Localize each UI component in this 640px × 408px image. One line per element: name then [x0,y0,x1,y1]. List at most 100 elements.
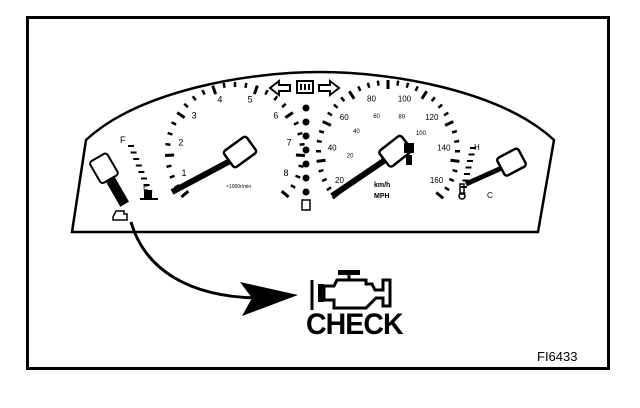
tacho-tick-17 [264,89,269,96]
speedo-inner-label-3: 80 [398,115,405,121]
tacho-label-3: 4 [217,94,222,104]
turn-right-icon [318,78,341,98]
tacho-tick-0 [180,190,190,199]
speedo-tick-2 [321,177,328,183]
speedometer-needle [330,134,413,199]
warning-lamp-2 [302,132,310,140]
tacho-tick-28 [280,190,290,199]
speedo-tick-21 [430,96,436,102]
speedometer-inner-labels: 20 40 60 80 100 [347,114,427,160]
tacho-label-6: 7 [287,138,292,148]
speedo-tick-23 [443,111,449,117]
tacho-tick-16 [253,85,259,95]
warning-lamp-6 [302,188,310,196]
speedo-label-0: 20 [335,176,344,185]
fuel-needle [89,152,129,207]
tacho-tick-18 [273,95,279,101]
speedo-tick-10 [333,103,339,109]
speedo-tick-3 [318,168,324,173]
check-engine-lamp [112,210,128,221]
tacho-label-5: 6 [273,110,278,120]
speedo-tick-14 [366,82,371,89]
speedo-label-3: 80 [367,94,376,103]
speedo-tick-7 [318,129,325,134]
tacho-tick-10 [191,95,197,101]
speedo-tick-13 [357,85,362,92]
speedo-label-7: 160 [430,176,444,185]
speedo-tick-17 [396,80,400,86]
tacho-tick-9 [183,102,189,109]
tacho-tick-2 [169,174,175,179]
tacho-label-0: 1 [181,168,186,178]
warning-lamp-3 [302,146,310,154]
speedo-inner-label-1: 40 [353,129,360,135]
callout-arrow [129,221,298,316]
speedometer-unit-bottom: MPH [374,193,390,200]
tacho-tick-6 [167,131,173,136]
warning-lamp-0 [302,104,310,112]
tacho-label-2: 3 [192,110,197,120]
speedo-tick-19 [414,85,419,92]
speedo-tick-24 [444,120,454,127]
turn-left-icon [268,78,291,98]
cluster-housing [70,70,556,234]
fuel-full-label: F [120,135,126,145]
temperature-needle [464,147,528,187]
speedo-tick-32 [435,191,445,200]
speedo-inner-label-0: 20 [347,153,354,159]
speedo-tick-8 [322,120,332,127]
speedo-inner-label-2: 60 [373,114,380,120]
speedo-tick-20 [420,90,428,100]
figure-frame [26,16,610,370]
tacho-label-4: 5 [248,94,253,104]
tacho-tick-5 [165,142,171,146]
figure-id: FI6433 [537,349,578,364]
thermometer-icon [458,183,466,200]
fuel-empty-label: E [143,183,148,192]
tacho-tick-3 [166,164,172,168]
speedo-tick-6 [316,139,322,144]
speedo-tick-4 [316,158,326,163]
tacho-tick-11 [201,89,206,96]
temp-hot-label: H [474,143,480,152]
check-engine-icon [310,270,392,310]
high-beam-icon [296,80,314,94]
tacho-tick-12 [211,85,217,95]
tacho-tick-13 [222,82,226,89]
warning-lamp-4 [302,160,310,168]
speedo-tick-29 [452,168,458,173]
temperature-gauge: H C [458,143,528,200]
door-ajar-icon [301,199,311,211]
tachometer-needle [170,135,258,195]
fuel-gauge-ticks [128,145,153,193]
tacho-tick-23 [299,142,305,146]
indicator-column [268,78,341,211]
warning-lamp-1 [302,118,310,126]
speedo-label-4: 100 [398,94,412,103]
tacho-label-1: 2 [178,138,183,148]
tacho-tick-19 [281,102,287,109]
tachometer-ticks [165,82,305,199]
speedo-label-2: 60 [340,113,349,122]
speedo-tick-31 [444,186,450,192]
speedo-tick-9 [327,111,333,117]
speedo-tick-22 [437,103,443,109]
speedometer-unit-top: km/h [374,182,390,189]
speedometer-ticks [315,80,461,200]
tacho-tick-8 [176,111,186,119]
fuel-pump-icon [140,190,158,200]
fuel-gauge: F E [89,135,158,207]
warning-lamp-5 [302,174,310,182]
speedo-inner-label-4: 100 [416,131,427,137]
temp-cold-label: C [487,191,493,200]
trip-reset-knob [404,143,414,165]
speedo-tick-26 [454,139,460,144]
speedo-tick-11 [340,96,346,102]
speedo-tick-25 [451,129,458,134]
speedo-label-6: 140 [437,144,451,153]
warning-lamps [301,104,311,211]
